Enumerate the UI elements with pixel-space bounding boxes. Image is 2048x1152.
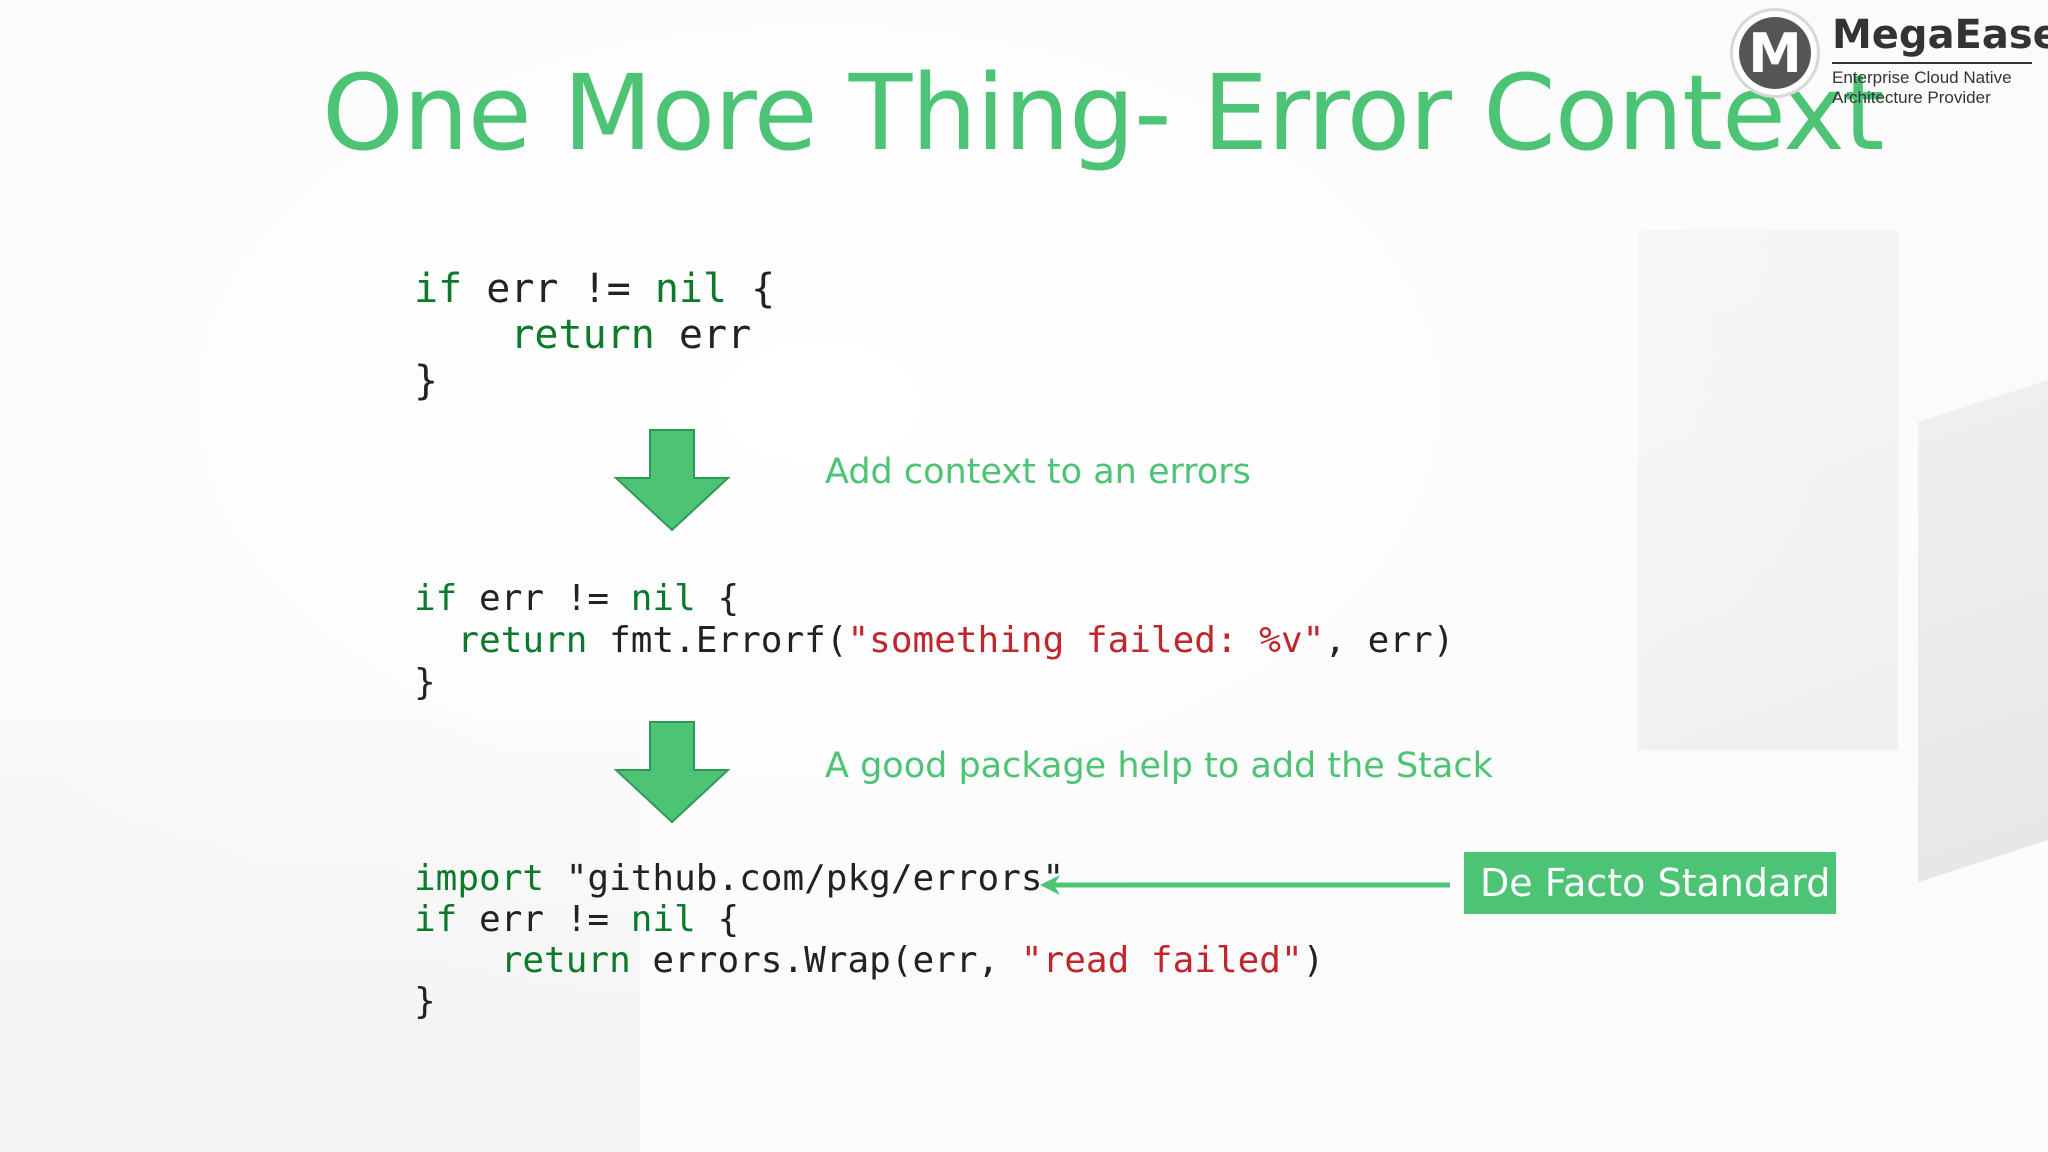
code-text: err != bbox=[462, 266, 655, 312]
de-facto-standard-badge: De Facto Standard bbox=[1464, 852, 1836, 914]
background-shape bbox=[1638, 230, 1898, 750]
code-indent bbox=[414, 620, 457, 661]
code-text: { bbox=[695, 899, 740, 940]
code-keyword: if bbox=[414, 899, 458, 940]
code-keyword: nil bbox=[630, 899, 696, 940]
code-line: import "github.com/pkg/errors" bbox=[414, 858, 1324, 899]
code-line: if err != nil { bbox=[414, 899, 1324, 940]
logo-letter: M bbox=[1739, 17, 1811, 89]
code-line: if err != nil { bbox=[414, 578, 1454, 620]
down-arrow-icon bbox=[613, 429, 731, 532]
code-text: { bbox=[727, 266, 776, 312]
logo-tagline-line1: Enterprise Cloud Native bbox=[1832, 68, 2012, 87]
code-text: err != bbox=[457, 899, 631, 940]
code-block-original: if err != nil { return err} bbox=[414, 266, 775, 404]
code-text: fmt.Errorf( bbox=[587, 620, 848, 661]
code-text: "github.com/pkg/errors" bbox=[544, 858, 1065, 899]
slide-title: One More Thing- Error Context bbox=[322, 52, 1885, 174]
code-keyword: if bbox=[414, 578, 458, 619]
code-keyword: return bbox=[500, 940, 631, 981]
code-keyword: if bbox=[414, 266, 463, 312]
code-text: { bbox=[695, 578, 740, 619]
code-text: ) bbox=[1302, 940, 1325, 981]
code-block-pkg-errors: import "github.com/pkg/errors"if err != … bbox=[414, 858, 1324, 1022]
code-string: "read failed" bbox=[1020, 940, 1303, 981]
code-keyword: import bbox=[414, 858, 545, 899]
background-shape bbox=[1918, 380, 2048, 883]
step-note-add-context: Add context to an errors bbox=[825, 452, 1251, 492]
code-keyword: return bbox=[457, 620, 588, 661]
code-text: errors.Wrap(err, bbox=[630, 940, 1021, 981]
code-line: return errors.Wrap(err, "read failed") bbox=[414, 940, 1325, 981]
code-keyword: nil bbox=[654, 266, 728, 312]
code-text: err != bbox=[457, 578, 631, 619]
logo-emblem: M bbox=[1730, 8, 1820, 98]
code-line: if err != nil { bbox=[414, 266, 775, 312]
code-indent bbox=[414, 312, 510, 358]
code-string: "something failed: %v" bbox=[847, 620, 1325, 661]
logo-tagline-line2: Architecture Provider bbox=[1832, 88, 1991, 107]
code-text: , err) bbox=[1324, 620, 1455, 661]
code-line: return err bbox=[414, 312, 775, 358]
code-line: } bbox=[414, 358, 439, 404]
code-line: } bbox=[414, 981, 436, 1022]
code-line: return fmt.Errorf("something failed: %v"… bbox=[414, 620, 1454, 662]
logo-name: MegaEase bbox=[1832, 12, 2048, 58]
logo-divider bbox=[1832, 62, 2032, 64]
code-indent bbox=[414, 940, 501, 981]
code-line: } bbox=[414, 662, 436, 703]
code-block-errorf: if err != nil { return fmt.Errorf("somet… bbox=[414, 578, 1454, 704]
code-text: err bbox=[654, 312, 752, 358]
code-keyword: nil bbox=[630, 578, 696, 619]
step-note-add-stack: A good package help to add the Stack bbox=[825, 746, 1493, 786]
left-arrow-icon bbox=[1040, 875, 1450, 895]
code-keyword: return bbox=[510, 312, 655, 358]
down-arrow-icon bbox=[613, 721, 731, 824]
